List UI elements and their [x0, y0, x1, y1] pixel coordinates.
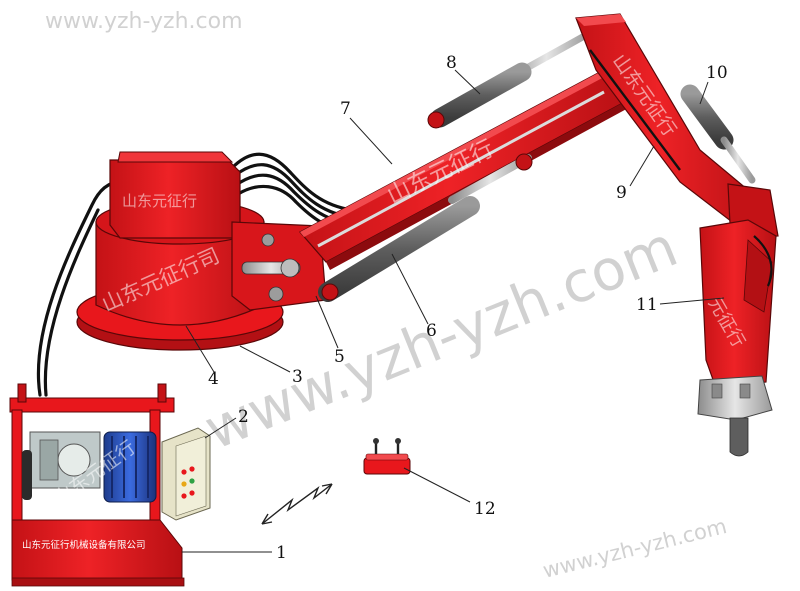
wireless-signal-icon: [261, 483, 333, 525]
watermark-brand-cab: 山东元征行: [122, 192, 197, 210]
callout-label-6: 6: [426, 321, 437, 341]
callout-label-3: 3: [292, 367, 303, 387]
callout-label-1: 1: [276, 543, 287, 563]
callout-label-7: 7: [340, 99, 351, 119]
boom-pivot-mount: [231, 221, 327, 311]
remote-controller: [363, 438, 411, 475]
hydraulic-power-unit: 山东元征行机械设备有限公司: [9, 383, 211, 587]
callout-label-10: 10: [706, 63, 728, 83]
callout-label-11: 11: [636, 295, 658, 315]
hydraulic-breaker: [697, 183, 779, 457]
callout-label-2: 2: [238, 407, 249, 427]
boom-lift-cylinder: [318, 153, 533, 302]
breaker-tilt-cylinder: [680, 84, 756, 184]
watermark-url-top: www.yzh-yzh.com: [45, 9, 243, 34]
callout-leaders: [182, 69, 725, 553]
callout-label-5: 5: [334, 347, 345, 367]
watermark-url-bottom: www.yzh-yzh.com: [540, 514, 729, 583]
callout-label-4: 4: [208, 369, 219, 389]
callout-label-8: 8: [446, 53, 457, 73]
stick-cylinder: [427, 30, 592, 129]
callout-label-9: 9: [616, 183, 627, 203]
callout-label-12: 12: [474, 499, 496, 519]
power-unit-company-name: 山东元征行机械设备有限公司: [22, 539, 146, 551]
